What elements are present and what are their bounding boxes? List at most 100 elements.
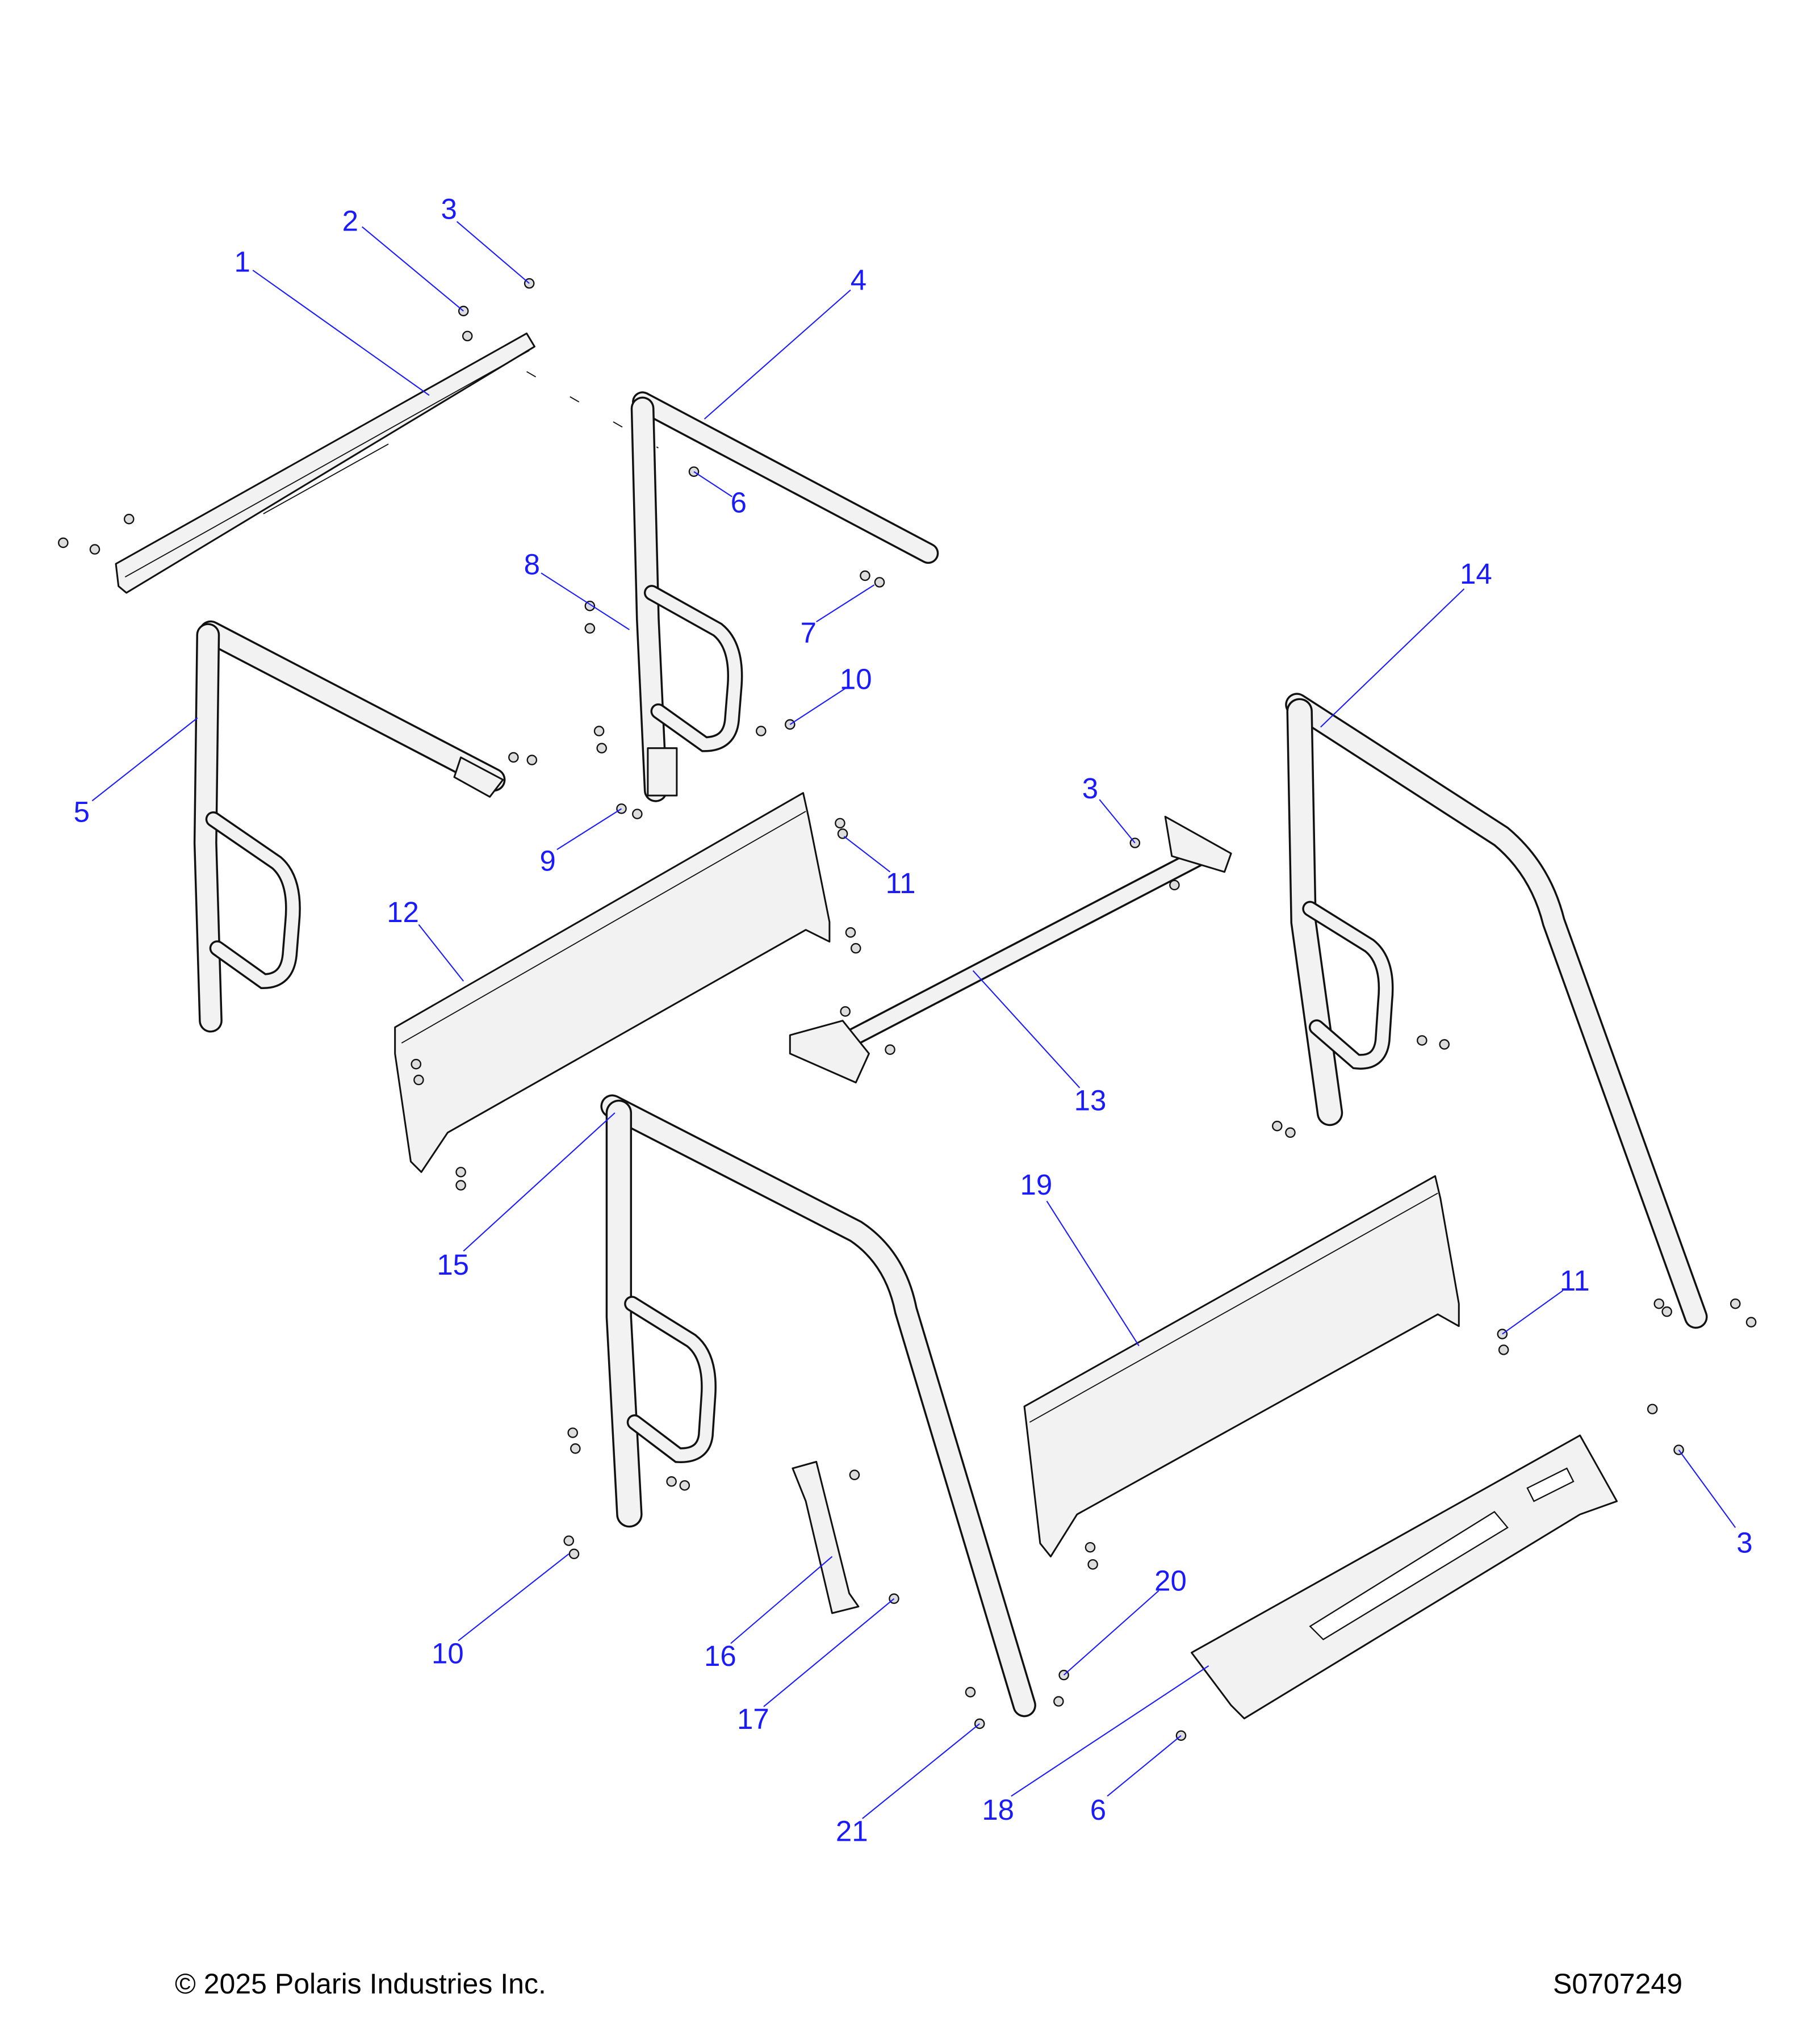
part-13-crossbar (789, 815, 1232, 1084)
fastener (1285, 1127, 1296, 1138)
part-18-panel (1191, 1434, 1618, 1720)
callout-label: 11 (1560, 1264, 1590, 1297)
leader-line (463, 1112, 616, 1252)
fastener (616, 803, 627, 814)
fastener (584, 623, 596, 634)
fastener (850, 943, 861, 954)
fastener (666, 1476, 677, 1487)
part-1-rail (115, 332, 659, 594)
fastener (756, 726, 767, 736)
leader-line (1502, 1290, 1564, 1335)
fastener (679, 1480, 690, 1491)
callout-label: 17 (737, 1703, 769, 1735)
callout-label: 2 (342, 204, 358, 237)
fastener (567, 1427, 578, 1438)
part-12-bracket (394, 792, 831, 1173)
fastener (563, 1535, 575, 1546)
fastener (411, 1058, 422, 1070)
callout-label: 18 (982, 1794, 1014, 1826)
callout-label: 6 (1090, 1794, 1106, 1826)
part-5-frame (193, 620, 506, 1033)
leader-line (556, 808, 622, 851)
leader-line (252, 270, 430, 396)
fastener (1053, 1696, 1064, 1707)
fastener (885, 1044, 895, 1055)
callout-label: 14 (1460, 558, 1492, 590)
callout-label: 6 (731, 487, 747, 519)
fastener (508, 752, 519, 763)
fastener (1169, 879, 1180, 891)
leader-line (362, 226, 464, 312)
leader-line (763, 1598, 895, 1707)
callout-label: 4 (851, 264, 866, 296)
callout-label: 19 (1020, 1168, 1053, 1201)
leader-line (456, 221, 530, 284)
fastener (1498, 1344, 1509, 1355)
leader-line (843, 836, 891, 873)
callout-label: 16 (704, 1640, 736, 1672)
part-4-frame (630, 391, 939, 802)
fastener (455, 1180, 466, 1191)
fastener (584, 600, 596, 611)
fastener (874, 577, 885, 588)
part-14-frame (1285, 693, 1708, 1329)
fastener (837, 828, 848, 839)
fastener (1085, 1542, 1096, 1553)
part-16-strap (792, 1460, 860, 1614)
fastener (1417, 1035, 1427, 1046)
leader-line (541, 572, 630, 630)
callout-label: 5 (74, 796, 90, 828)
fastener (1661, 1306, 1672, 1317)
leader-line (91, 717, 198, 802)
callout-label: 11 (886, 867, 916, 899)
callout-label: 1 (234, 245, 250, 278)
fastener (1439, 1039, 1450, 1050)
diagram-id: S0707249 (1553, 1968, 1683, 2000)
callout-label: 7 (801, 617, 817, 649)
fastener (89, 544, 101, 555)
fastener (123, 513, 135, 525)
fastener (413, 1074, 424, 1086)
leader-line (1107, 1735, 1182, 1797)
leader-line (458, 1553, 570, 1641)
fastener (593, 726, 605, 736)
callout-label: 9 (539, 844, 555, 877)
fastener (1647, 1404, 1658, 1415)
callout-label: 12 (387, 896, 419, 928)
leader-line (730, 1556, 833, 1644)
fastener (1730, 1298, 1741, 1309)
fastener (526, 755, 538, 765)
callout-label: 13 (1074, 1084, 1107, 1116)
leader-line (816, 584, 875, 622)
leader-line (1678, 1450, 1736, 1528)
leader-line (1011, 1665, 1209, 1797)
fastener (965, 1687, 976, 1698)
fastener (568, 1548, 580, 1560)
callout-label: 10 (432, 1637, 464, 1669)
fastener (1653, 1298, 1665, 1309)
leader-line (704, 289, 851, 420)
fastener (1087, 1559, 1098, 1570)
leader-line (418, 924, 464, 982)
callout-label: 10 (840, 663, 872, 695)
leader-line (789, 687, 847, 725)
copyright-text: © 2025 Polaris Industries Inc. (175, 1968, 546, 2000)
fastener (840, 1006, 851, 1017)
callout-label: 8 (524, 548, 540, 581)
leader-line (1046, 1200, 1140, 1346)
fastener (860, 570, 870, 581)
leader-line (693, 471, 732, 497)
callout-label: 3 (441, 193, 457, 225)
fastener (1272, 1120, 1283, 1132)
leader-line (1099, 799, 1136, 844)
fastener (849, 1469, 860, 1480)
fastener (455, 1167, 466, 1178)
leader-line (862, 1723, 980, 1819)
fastener (462, 330, 473, 342)
fastener (596, 743, 607, 753)
callout-label: 3 (1082, 772, 1098, 805)
fastener (632, 809, 643, 819)
callout-label: 20 (1154, 1565, 1187, 1597)
fastener (835, 818, 845, 829)
